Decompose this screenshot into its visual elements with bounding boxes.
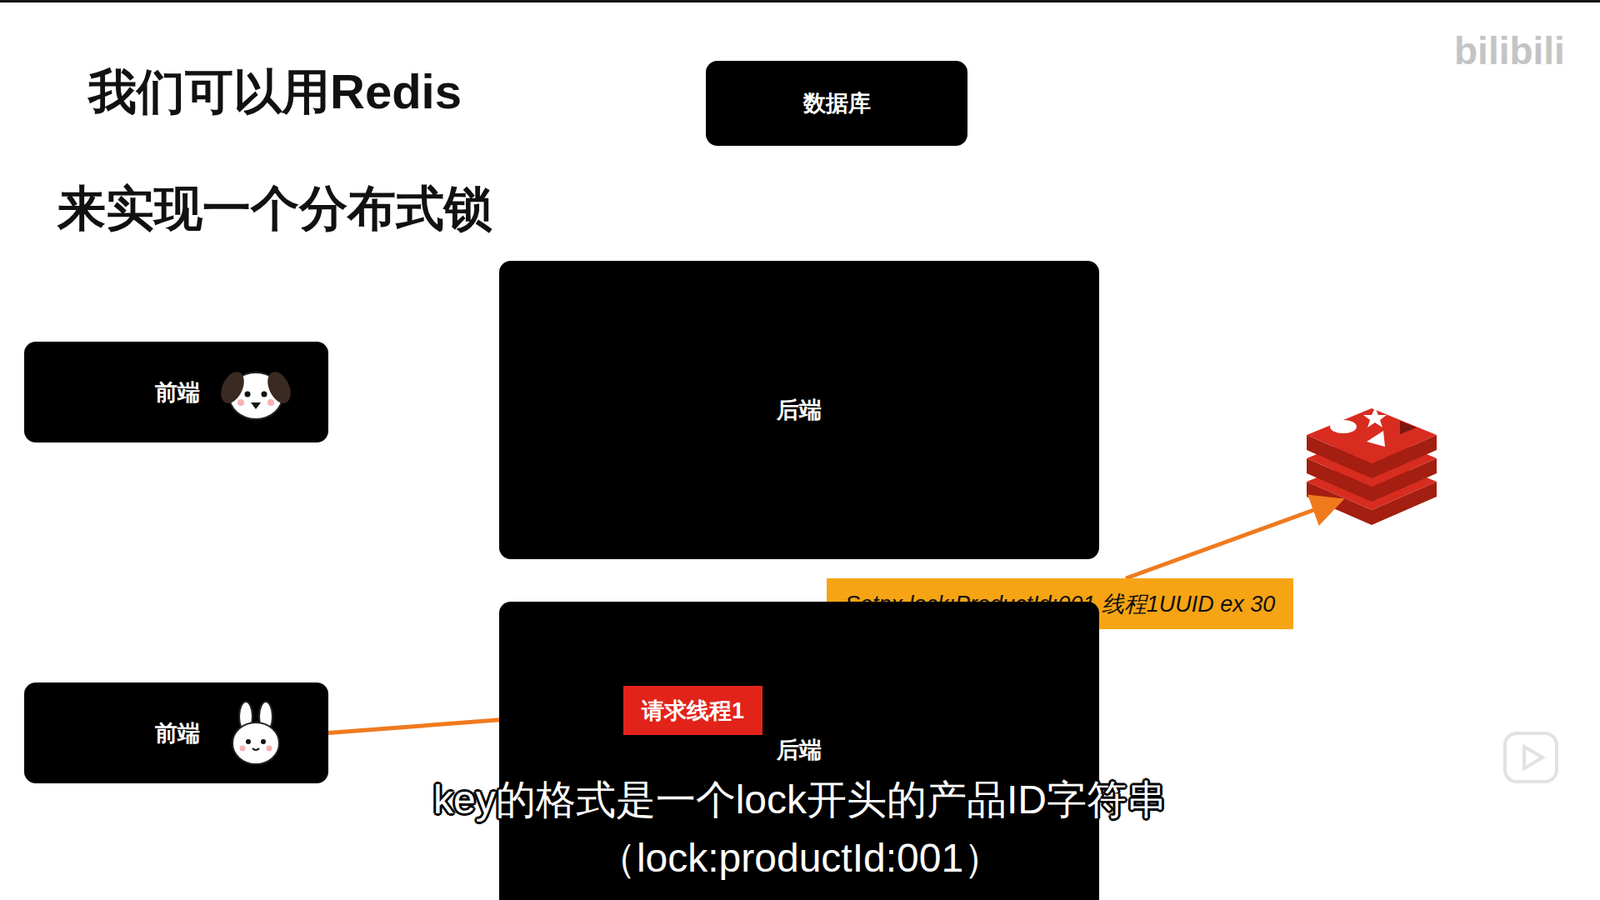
frontend-box: 前端 (24, 682, 329, 784)
node-text: 前端 (155, 718, 200, 749)
node-text: 请求线程1 (641, 695, 745, 726)
dog-icon (217, 359, 295, 426)
slide-title: 我们可以用Redis 来实现一个分布式锁 (41, 33, 509, 267)
bunny-icon (217, 700, 295, 767)
subtitle-caption: key的格式是一个lock开头的产品ID字符串 （lock:productId:… (341, 770, 1259, 888)
play-icon (1505, 733, 1557, 782)
backend-box: 后端 (499, 260, 1100, 560)
top-border (0, 0, 1600, 3)
database-box: 数据库 (705, 60, 968, 146)
node-text: 后端 (776, 735, 822, 765)
watermark: bilibili (1454, 28, 1565, 74)
node-text: 数据库 (803, 88, 871, 119)
node-text: 前端 (155, 377, 200, 408)
arrow-to-redis (1125, 501, 1337, 579)
request-thread-box: 请求线程1 (623, 685, 763, 735)
frontend-box: 前端 (24, 341, 329, 443)
node-text: 后端 (776, 395, 822, 425)
